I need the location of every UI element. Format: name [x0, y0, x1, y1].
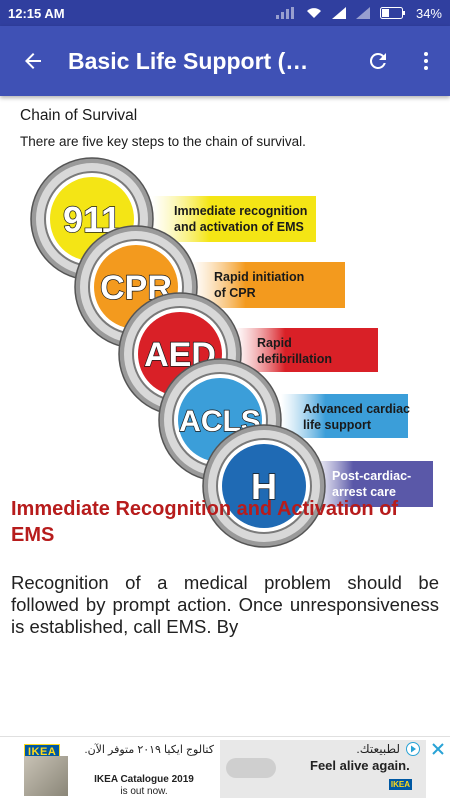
catalogue-image — [24, 756, 68, 796]
step-box-bg — [235, 328, 378, 372]
ad-left-panel[interactable]: IKEA كتالوج ايكيا ٢٠١٩ متوفر الآن. IKEA … — [24, 740, 220, 798]
step-line1: Rapid — [257, 336, 292, 350]
section-heading: Immediate Recognition and Activation of … — [11, 498, 399, 546]
back-button[interactable] — [0, 26, 66, 96]
step-box-1: Immediate recognition and activation of E… — [152, 196, 316, 242]
ad-arabic-right: لطبيعتك. — [356, 742, 400, 756]
step-line1: Advanced cardiac — [303, 402, 410, 416]
step-line2: of CPR — [214, 286, 256, 300]
ad-choices-icon[interactable] — [406, 742, 420, 756]
status-bar: 12:15 AM 34% — [0, 0, 450, 26]
battery-icon — [379, 7, 405, 19]
signal-bars-icon — [275, 7, 294, 19]
ad-right-panel[interactable]: لطبيعتك. Feel alive again. IKEA — [220, 740, 426, 798]
step-line1: Post-cardiac- — [332, 469, 411, 483]
arrow-back-icon — [25, 53, 41, 69]
wifi-icon — [306, 8, 321, 18]
step-box-5: Post-cardiac-arrest care — [310, 461, 433, 507]
ad-arabic-left: كتالوج ايكيا ٢٠١٩ متوفر الآن. — [84, 744, 214, 756]
step-line2: defibrillation — [257, 352, 332, 366]
status-time: 12:15 AM — [8, 5, 65, 21]
step-line1: Immediate recognition — [174, 204, 307, 218]
signal-full-icon — [331, 7, 346, 19]
ad-tagline: Feel alive again. — [310, 758, 410, 773]
ring-label: AED — [144, 336, 216, 374]
step-line2: and activation of EMS — [174, 220, 304, 234]
article-content[interactable]: Immediate recognition and activation of E… — [0, 96, 450, 736]
step-line2: life support — [303, 418, 372, 432]
refresh-icon — [369, 52, 386, 69]
signal-partial-icon — [355, 7, 370, 19]
step-box-bg — [310, 461, 433, 507]
step-box-2: Rapid initiation of CPR — [192, 262, 345, 308]
ikea-small-logo: IKEA — [388, 779, 412, 790]
step-box-bg — [281, 394, 408, 438]
figure-heading: Chain of Survival — [20, 107, 138, 124]
app-bar: Basic Life Support (… — [0, 26, 450, 96]
figure-subheading: There are five key steps to the chain of… — [20, 134, 306, 149]
page-title: Basic Life Support (… — [68, 47, 309, 74]
step-box-bg — [192, 262, 345, 308]
ring-label: H — [251, 466, 277, 507]
step-line1: Rapid initiation — [214, 270, 304, 284]
chain-diagram: Immediate recognition and activation of E… — [30, 157, 433, 548]
step-box-bg — [152, 196, 316, 242]
ad-close-icon[interactable] — [430, 741, 446, 757]
ad-catalogue-text: IKEA Catalogue 2019 — [94, 774, 194, 785]
more-vert-icon — [424, 52, 428, 70]
ring-label: ACLS — [179, 405, 261, 438]
ring-h: H — [202, 424, 326, 548]
article-paragraph: Recognition of a medical problem should … — [11, 572, 439, 637]
ad-banner[interactable]: IKEA كتالوج ايكيا ٢٠١٩ متوفر الآن. IKEA … — [0, 736, 450, 800]
battery-percent: 34% — [415, 5, 442, 21]
chain-of-survival-figure: Immediate recognition and activation of E… — [0, 96, 450, 574]
step-box-3: Rapid defibrillation — [235, 328, 378, 372]
refresh-button[interactable] — [354, 26, 402, 96]
step-line2: arrest care — [332, 485, 396, 499]
step-box-4: Advanced cardiac life support — [281, 394, 410, 438]
more-options-button[interactable] — [402, 26, 450, 96]
ad-catalogue-sub: is out now. — [120, 786, 168, 797]
ad-graphic — [226, 758, 276, 778]
status-icons: 34% — [275, 5, 442, 21]
